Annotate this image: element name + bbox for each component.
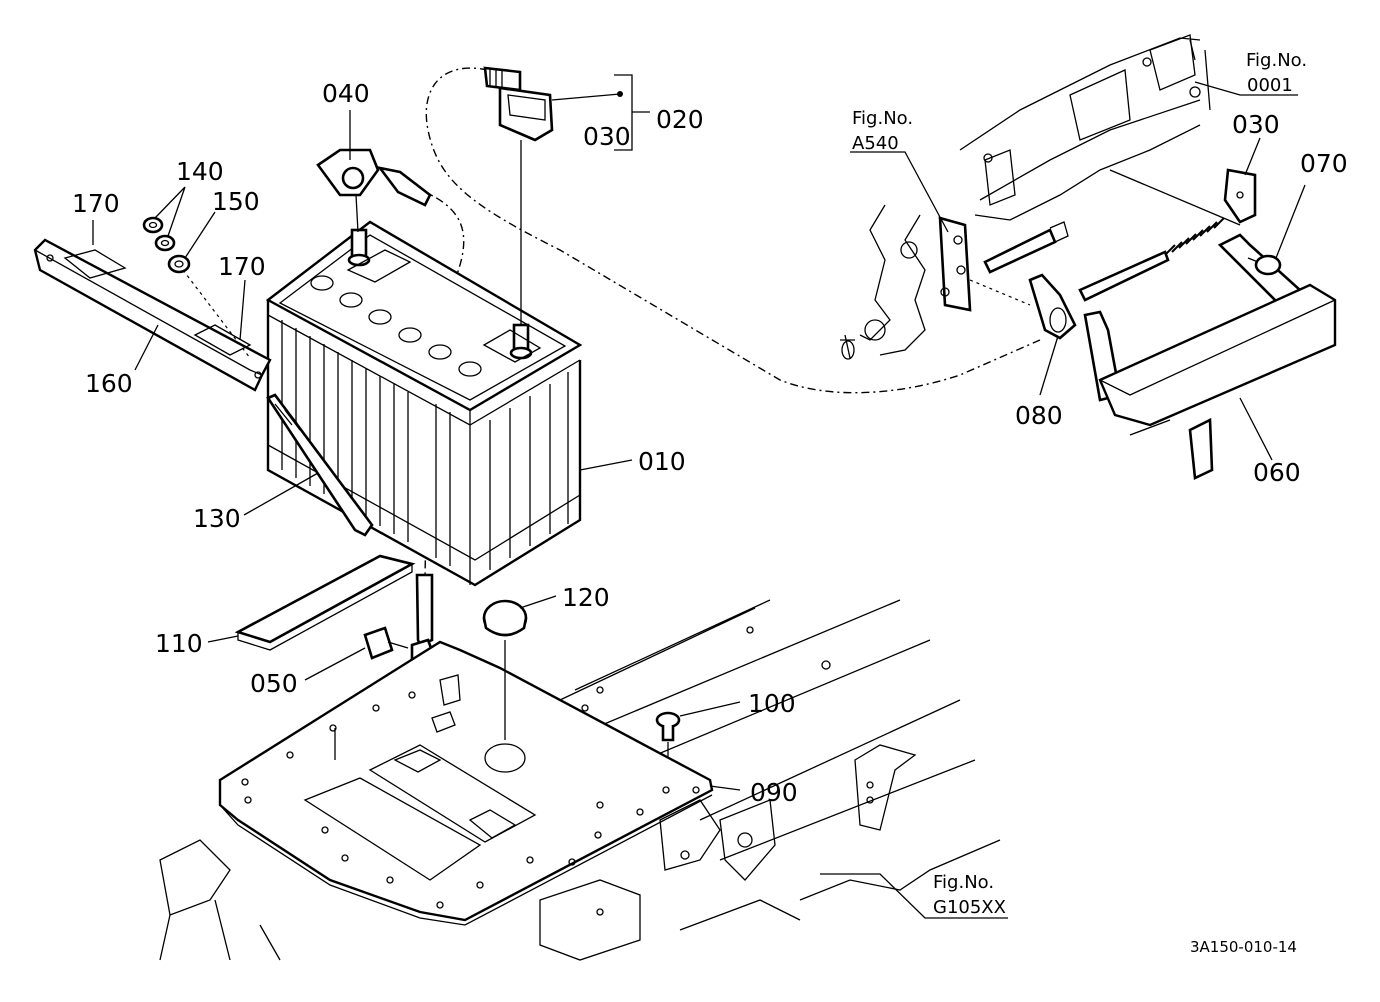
nuts-and-washers [142, 216, 191, 274]
hold-down-bar [33, 238, 272, 392]
positive-terminal-cover [483, 66, 554, 325]
spring-bracket [1078, 168, 1257, 302]
callout-030-cable: 030 [583, 122, 631, 151]
fig-0001-number: 0001 [1247, 75, 1293, 96]
side-bracket-frame [840, 204, 926, 360]
callout-080: 080 [1015, 401, 1063, 430]
battery [265, 220, 583, 587]
positive-cable-path [425, 67, 1041, 394]
cable-clamp [1028, 273, 1077, 340]
fig-0001-title: Fig.No. [1246, 50, 1307, 71]
callout-010: 010 [638, 447, 686, 476]
figure-references: Fig.No. 0001 Fig.No. A540 Fig.No. G105XX [852, 50, 1307, 918]
part-callouts: 010 020 030 030 040 050 060 070 080 090 … [72, 79, 1348, 807]
side-bracket [938, 216, 1069, 312]
upper-frame-outline [959, 34, 1241, 226]
battery-cover-bracket [1083, 233, 1337, 480]
battery-base-plate [218, 640, 714, 926]
callout-170-top: 170 [72, 189, 120, 218]
callout-170-right: 170 [218, 252, 266, 281]
callout-070: 070 [1300, 149, 1348, 178]
callout-110: 110 [155, 629, 203, 658]
callout-100: 100 [748, 689, 796, 718]
callout-160: 160 [85, 369, 133, 398]
callout-150: 150 [212, 187, 260, 216]
negative-terminal-clamp [316, 148, 432, 233]
fig-g105-title: Fig.No. [933, 872, 994, 893]
frame-outline [159, 599, 1001, 961]
leader-lines [92, 74, 1306, 919]
fig-a540-title: Fig.No. [852, 108, 913, 129]
callout-040: 040 [322, 79, 370, 108]
battery-pad [234, 554, 416, 651]
fig-a540-number: A540 [852, 133, 899, 154]
callout-130: 130 [193, 504, 241, 533]
drain-cap [482, 599, 528, 637]
callout-120: 120 [562, 583, 610, 612]
drawing-code: 3A150-010-14 [1190, 938, 1297, 956]
callout-090: 090 [750, 778, 798, 807]
fig-g105-number: G105XX [933, 897, 1006, 918]
callout-140: 140 [176, 157, 224, 186]
callout-060: 060 [1253, 458, 1301, 487]
hold-down-rod [266, 393, 374, 537]
callout-030-bracket: 030 [1232, 110, 1280, 139]
callout-020: 020 [656, 105, 704, 134]
callout-050: 050 [250, 669, 298, 698]
